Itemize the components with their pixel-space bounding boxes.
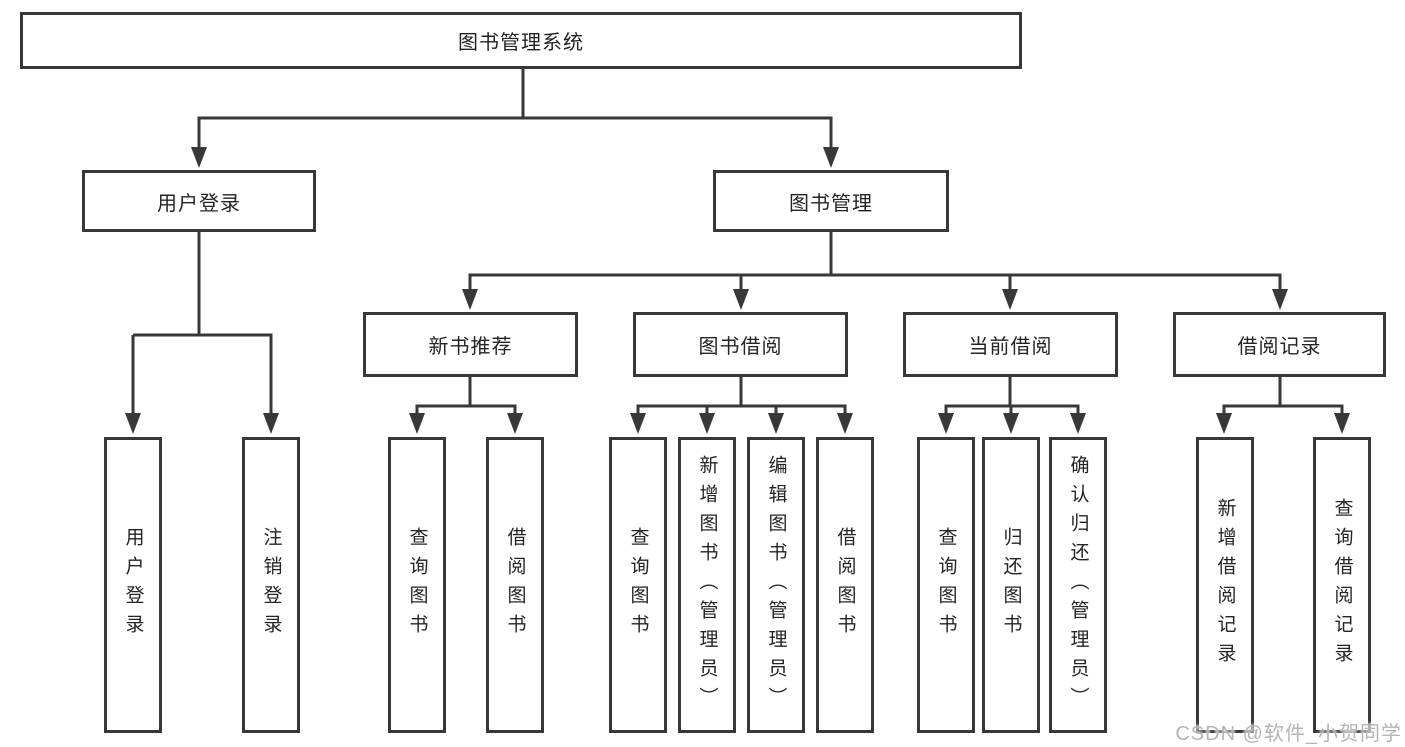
leaf-add-books-admin-label: 新增图书（管理员） <box>696 454 718 716</box>
watermark: CSDN @软件_小贺同学 <box>1175 723 1402 745</box>
leaf-user-login: 用户登录 <box>104 437 162 733</box>
leaf-return-books: 归还图书 <box>982 437 1040 733</box>
leaf-add-borrow-record-label: 新增借阅记录 <box>1214 498 1236 672</box>
leaf-query-borrow-record-label: 查询借阅记录 <box>1331 498 1353 672</box>
leaf-query-books-current-label: 查询图书 <box>935 527 957 643</box>
leaf-borrow-books-recommend: 借阅图书 <box>486 437 544 733</box>
leaf-borrow-books-recommend-label: 借阅图书 <box>504 527 526 643</box>
node-user-login: 用户登录 <box>82 170 316 232</box>
leaf-edit-books-admin: 编辑图书（管理员） <box>747 437 805 733</box>
leaf-confirm-return-admin: 确认归还（管理员） <box>1049 437 1107 733</box>
node-book-borrowing: 图书借阅 <box>633 312 848 377</box>
leaf-confirm-return-admin-label: 确认归还（管理员） <box>1067 454 1089 716</box>
leaf-user-login-label: 用户登录 <box>122 527 144 643</box>
leaf-edit-books-admin-label: 编辑图书（管理员） <box>765 454 787 716</box>
leaf-logout-label: 注销登录 <box>260 527 282 643</box>
leaf-query-books-borrowing-label: 查询图书 <box>627 527 649 643</box>
leaf-borrow-books-label: 借阅图书 <box>834 527 856 643</box>
leaf-logout: 注销登录 <box>242 437 300 733</box>
leaf-add-books-admin: 新增图书（管理员） <box>678 437 736 733</box>
connector-arrowheads <box>125 147 1350 434</box>
leaf-add-borrow-record: 新增借阅记录 <box>1196 437 1254 733</box>
node-book-management: 图书管理 <box>713 170 949 232</box>
leaf-borrow-books: 借阅图书 <box>816 437 874 733</box>
node-root-system: 图书管理系统 <box>20 12 1022 69</box>
leaf-query-books-borrowing: 查询图书 <box>609 437 667 733</box>
node-borrow-records: 借阅记录 <box>1173 312 1386 377</box>
leaf-query-books-recommend-label: 查询图书 <box>406 527 428 643</box>
node-new-book-recommend: 新书推荐 <box>363 312 578 377</box>
leaf-return-books-label: 归还图书 <box>1000 527 1022 643</box>
leaf-query-books-recommend: 查询图书 <box>388 437 446 733</box>
leaf-query-books-current: 查询图书 <box>917 437 975 733</box>
leaf-query-borrow-record: 查询借阅记录 <box>1313 437 1371 733</box>
node-current-borrowing: 当前借阅 <box>903 312 1118 377</box>
